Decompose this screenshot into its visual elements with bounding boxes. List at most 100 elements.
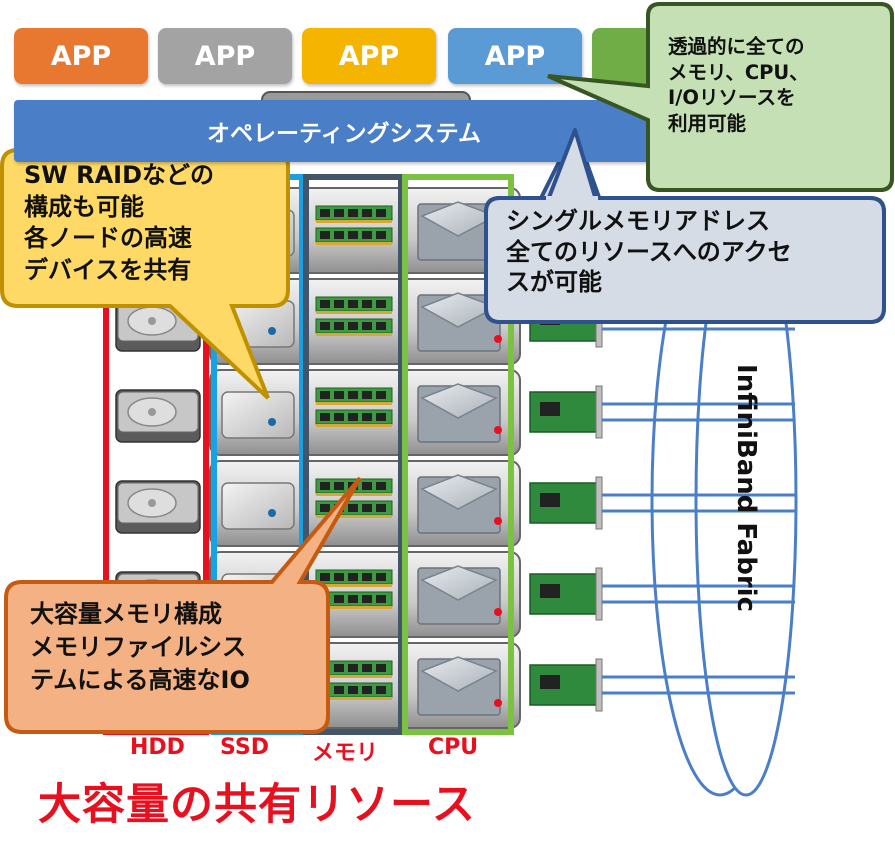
ssd-label: SSD (220, 735, 269, 760)
memory-chip (348, 664, 358, 672)
ssd-drive (221, 391, 295, 439)
memory-label: メモリ (312, 741, 379, 766)
memory-chip (362, 686, 372, 694)
memory-chip (376, 300, 386, 308)
memory-contacts (316, 697, 392, 700)
memory-chip (334, 209, 344, 217)
memory-contacts (316, 220, 392, 223)
memory-chip (376, 322, 386, 330)
memory-chip (348, 209, 358, 217)
cpu-label: CPU (428, 735, 479, 760)
callout-single-address-text: シングルメモリアドレス 全てのリソースへのアクセ スが可能 (506, 207, 792, 297)
memory-chip (334, 686, 344, 694)
shared-resources-title: 大容量の共有リソース (38, 780, 476, 830)
memory-chip (320, 209, 330, 217)
cpu-heatspreader (420, 474, 498, 510)
memory-contacts (316, 675, 392, 678)
memory-chip (376, 413, 386, 421)
infiniband-fabric (650, 203, 798, 797)
status-led (494, 699, 502, 707)
memory-chip (334, 664, 344, 672)
memory-chip (362, 573, 372, 581)
memory-chip (376, 595, 386, 603)
callout-raid-text: SW RAIDなどの 構成も可能 各ノードの高速 デバイスを共有 (24, 161, 215, 285)
memory-chip (362, 413, 372, 421)
memory-chip (334, 413, 344, 421)
memory-column-frame (303, 174, 404, 735)
memory-chip (348, 231, 358, 239)
memory-chip (334, 573, 344, 581)
memory-chip (376, 482, 386, 490)
memory-contacts (316, 424, 392, 427)
memory-chip (376, 664, 386, 672)
memory-contacts (316, 493, 392, 496)
app-box: APP (158, 28, 292, 84)
callout-memory-fs-bubble (4, 476, 362, 734)
memory-chip (320, 573, 330, 581)
memory-chip (334, 391, 344, 399)
memory-chip (376, 686, 386, 694)
memory-chip (320, 482, 330, 490)
memory-chip (362, 391, 372, 399)
memory-chip (320, 413, 330, 421)
memory-chip (376, 231, 386, 239)
nic-chip (540, 493, 560, 507)
memory-contacts (316, 515, 392, 518)
memory-chip (362, 664, 372, 672)
app-box: APP (302, 28, 436, 84)
memory-chip (334, 300, 344, 308)
nic-bracket (595, 385, 603, 439)
memory-chip (362, 300, 372, 308)
memory-contacts (316, 333, 392, 336)
memory-contacts (316, 402, 392, 405)
cpu-heatspreader (420, 656, 498, 692)
cpu-column-frame (402, 174, 514, 735)
memory-chip (362, 322, 372, 330)
memory-chip (348, 573, 358, 581)
hdd-spindle (148, 317, 156, 325)
memory-contacts (316, 606, 392, 609)
memory-chip (376, 391, 386, 399)
memory-chip (362, 595, 372, 603)
nic-bracket (595, 567, 603, 621)
status-led (494, 517, 502, 525)
callout-transparent-text: 透過的に全ての メモリ、CPU、 I/Oリソースを 利用可能 (668, 35, 809, 136)
ssd-drive (221, 482, 295, 530)
memory-chip (348, 391, 358, 399)
nic-bracket (595, 658, 603, 712)
nic-chip (540, 675, 560, 689)
memory-chip (362, 482, 372, 490)
memory-chip (362, 209, 372, 217)
memory-chip (320, 322, 330, 330)
memory-chip (320, 300, 330, 308)
callout-memory-fs-text: 大容量メモリ構成 メモリファイルシス テムによる高速なIO (30, 600, 250, 695)
nic-chip (540, 402, 560, 416)
operating-system-layer: オペレーティングシステム (14, 100, 674, 162)
memory-chip (376, 209, 386, 217)
cpu-heatspreader (420, 565, 498, 601)
app-box-partial (592, 28, 652, 84)
memory-chip (376, 504, 386, 512)
status-led (494, 608, 502, 616)
app-box: APP (14, 28, 148, 84)
ssd-logo (268, 327, 276, 335)
app-box: APP (448, 28, 582, 84)
hdd-spindle (148, 408, 156, 416)
status-led (494, 335, 502, 343)
memory-chip (334, 595, 344, 603)
memory-contacts (316, 242, 392, 245)
nic-bracket (595, 476, 603, 530)
hdd-spindle (148, 499, 156, 507)
memory-chip (348, 686, 358, 694)
memory-contacts (316, 311, 392, 314)
memory-chip (320, 391, 330, 399)
memory-contacts (316, 584, 392, 587)
memory-chip (348, 300, 358, 308)
infiniband-fabric-label: InfiniBand Fabric (731, 364, 761, 612)
nic-chip (540, 584, 560, 598)
ssd-logo (268, 418, 276, 426)
memory-chip (334, 322, 344, 330)
memory-chip (334, 482, 344, 490)
memory-chip (362, 231, 372, 239)
cpu-heatspreader (420, 383, 498, 419)
